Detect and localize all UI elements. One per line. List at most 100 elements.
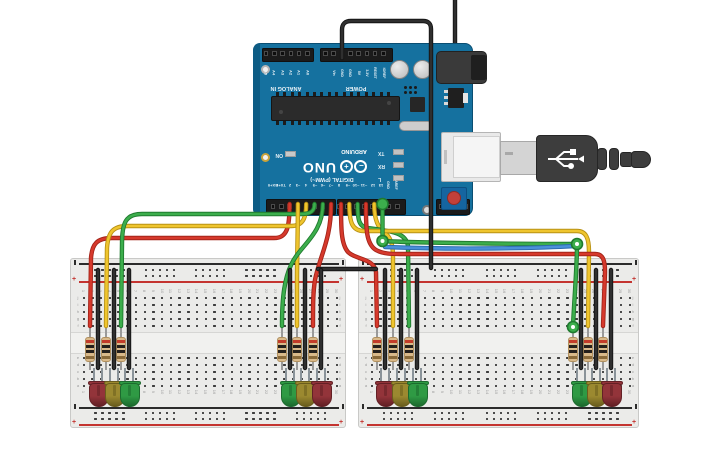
resistor[interactable]: [597, 325, 609, 370]
grid-hole: [495, 357, 498, 360]
led-pin: [396, 368, 398, 383]
rail-hole: [165, 412, 168, 415]
grid-hole: [441, 385, 445, 388]
resistor-band: [117, 356, 125, 359]
rail-hole: [382, 418, 386, 421]
grid-hole: [91, 371, 94, 374]
led-pin: [308, 368, 310, 383]
rail-hole: [223, 412, 226, 415]
row-letter: j: [77, 295, 79, 300]
grid-hole: [230, 364, 234, 367]
rail-hole: [108, 418, 111, 421]
power-led: [285, 151, 296, 157]
rail-hole: [223, 418, 226, 421]
rail-hole: [595, 412, 598, 415]
resistor-band: [117, 350, 125, 353]
grid-hole: [628, 318, 631, 321]
led-post: [319, 385, 323, 396]
grid-hole: [204, 364, 208, 367]
resistor[interactable]: [403, 325, 415, 370]
resistor-body: [308, 337, 318, 362]
pin-slot[interactable]: [331, 51, 336, 56]
resistor[interactable]: [371, 325, 383, 370]
grid-hole: [143, 378, 146, 381]
mcu-leg: [276, 92, 279, 97]
rail-hole: [609, 418, 612, 421]
power-jack-opening: [471, 55, 486, 80]
led-green[interactable]: [119, 368, 141, 408]
resistor[interactable]: [307, 325, 319, 370]
resistor[interactable]: [84, 325, 96, 370]
resistor[interactable]: [387, 325, 399, 370]
pin-slot[interactable]: [323, 51, 328, 56]
grid-hole: [91, 364, 94, 367]
usb-strain-ridge: [597, 148, 607, 170]
rail-hole: [165, 418, 168, 421]
grid-hole: [503, 378, 507, 381]
usb-cable-tip: [631, 151, 651, 168]
grid-hole: [82, 371, 85, 374]
pin-slot[interactable]: [296, 51, 302, 56]
pin-slot[interactable]: [272, 51, 277, 56]
led-olive[interactable]: [391, 368, 413, 408]
grid-hole: [187, 385, 190, 388]
row-letter: d: [338, 362, 342, 367]
grid-hole: [335, 318, 338, 321]
grid-hole: [318, 378, 321, 381]
led-red[interactable]: [311, 368, 333, 408]
grid-hole: [388, 364, 391, 367]
row-letter: c: [365, 369, 367, 374]
rail-hole: [151, 418, 154, 421]
resistor-body: [598, 337, 608, 362]
grid-hole: [318, 371, 321, 374]
led-green[interactable]: [407, 368, 429, 408]
grid-hole: [486, 364, 489, 367]
rail-hole: [115, 412, 118, 415]
pin-slot[interactable]: [288, 51, 294, 56]
rail-hole: [245, 412, 248, 415]
grid-hole: [222, 357, 225, 360]
resistor[interactable]: [567, 325, 579, 370]
pin-slot[interactable]: [305, 51, 310, 56]
resistor[interactable]: [100, 325, 112, 370]
led-red[interactable]: [601, 368, 623, 408]
rail-hole: [94, 412, 97, 415]
led-olive[interactable]: [295, 368, 317, 408]
grid-hole: [459, 371, 462, 374]
rail-hole: [536, 412, 540, 415]
resistor-body: [583, 337, 593, 362]
grid-hole: [82, 325, 85, 328]
rail-hole: [550, 418, 554, 421]
resistor[interactable]: [582, 325, 594, 370]
grid-hole: [566, 385, 569, 388]
pin-slot[interactable]: [280, 51, 285, 56]
grid-hole: [82, 297, 85, 300]
rail-hole: [455, 418, 458, 421]
grid-hole: [503, 371, 507, 374]
rail-hole: [499, 412, 502, 415]
grid-hole: [521, 371, 525, 374]
led-red[interactable]: [375, 368, 397, 408]
rail-hole: [323, 412, 327, 415]
resistor[interactable]: [291, 325, 303, 370]
grid-hole: [169, 364, 173, 367]
led-post: [415, 385, 419, 396]
grid-hole: [628, 371, 631, 374]
resistor-band: [278, 356, 286, 359]
led-pin: [101, 368, 103, 383]
resistor[interactable]: [276, 325, 288, 370]
led-post: [288, 385, 292, 396]
grid-hole: [486, 371, 489, 374]
grid-hole: [204, 385, 208, 388]
resistor-band: [584, 345, 592, 348]
grid-hole: [187, 371, 190, 374]
grid-hole: [432, 371, 436, 374]
pin-slot[interactable]: [263, 51, 269, 56]
mcu-leg: [335, 120, 339, 125]
grid-hole: [432, 357, 436, 360]
grid-hole: [468, 364, 471, 367]
mcu-leg: [298, 120, 302, 125]
resistor[interactable]: [115, 325, 127, 370]
row-letter: i: [632, 302, 634, 307]
